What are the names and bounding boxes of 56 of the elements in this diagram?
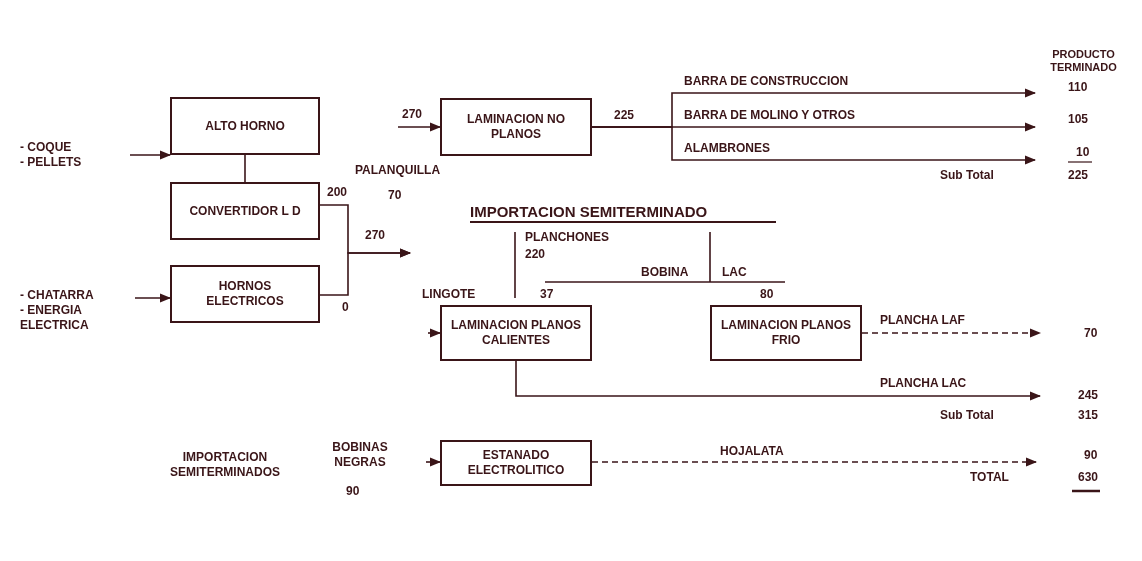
- column-header: PRODUCTO TERMINADO: [1049, 48, 1118, 74]
- process-box: [440, 98, 592, 156]
- box-label: ALTO HORNO: [204, 118, 286, 134]
- flow-arrow: [129, 150, 172, 160]
- flow-arrow: [515, 360, 1042, 401]
- input-item: - PELLETS: [20, 155, 82, 170]
- flow-arrow: [397, 122, 442, 132]
- value: 630: [1078, 470, 1099, 485]
- box-label: LAMINACION PLANOS CALIENTES: [450, 318, 582, 348]
- flow-label: PLANCHONES: [525, 230, 609, 245]
- value: 90: [1084, 448, 1098, 463]
- flow-value: 220: [525, 247, 546, 262]
- value: 110: [1068, 80, 1088, 95]
- box-label: ESTANADO ELECTROLITICO: [466, 448, 566, 478]
- flow-label: PALANQUILLA: [355, 163, 441, 178]
- flow-arrow: [425, 457, 442, 467]
- subtotal-label: Sub Total: [940, 168, 994, 183]
- input-item: - ENERGIA ELECTRICA: [20, 303, 90, 333]
- process-box: [440, 440, 592, 486]
- flow-value: 70: [388, 188, 402, 203]
- flow-arrow: [134, 293, 172, 303]
- value: 10: [1076, 145, 1090, 160]
- flow-arrow: [861, 328, 1042, 338]
- value: 105: [1068, 112, 1089, 127]
- value: 245: [1078, 388, 1099, 403]
- subtotal-label: Sub Total: [940, 408, 994, 423]
- total-label: TOTAL: [970, 470, 1009, 485]
- flow-value: 80: [760, 287, 774, 302]
- process-box: [170, 265, 320, 323]
- input-item: - CHATARRA: [20, 288, 94, 303]
- value: 70: [1084, 326, 1098, 341]
- flow-label: LAC: [722, 265, 747, 280]
- section-heading: IMPORTACION SEMITERMINADO: [470, 203, 708, 221]
- flow-value: 37: [540, 287, 554, 302]
- flow-value: 90: [346, 484, 360, 499]
- flow-label: BOBINA: [641, 265, 689, 280]
- input-item: - COQUE: [20, 140, 72, 155]
- value: 315: [1078, 408, 1099, 423]
- flow-label: BOBINAS NEGRAS: [331, 440, 389, 470]
- box-label: HORNOS ELECTRICOS: [205, 279, 285, 309]
- flow-arrow: [427, 328, 442, 338]
- flow-arrow: [319, 248, 412, 296]
- process-box: [710, 305, 862, 361]
- flow-label: LINGOTE: [422, 287, 476, 302]
- flow-arrow: [591, 126, 1037, 165]
- flow-label: IMPORTACION SEMITERMINADOS: [169, 450, 281, 480]
- box-label: LAMINACION NO PLANOS: [466, 112, 566, 142]
- process-box: [170, 182, 320, 240]
- box-label: LAMINACION PLANOS FRIO: [720, 318, 852, 348]
- flow-value: 270: [365, 228, 386, 243]
- flow-arrow: [591, 457, 1038, 467]
- process-box: [170, 97, 320, 155]
- box-label: CONVERTIDOR L D: [188, 203, 302, 219]
- process-box: [440, 305, 592, 361]
- value: 225: [1068, 168, 1089, 183]
- flow-value: 225: [614, 108, 635, 123]
